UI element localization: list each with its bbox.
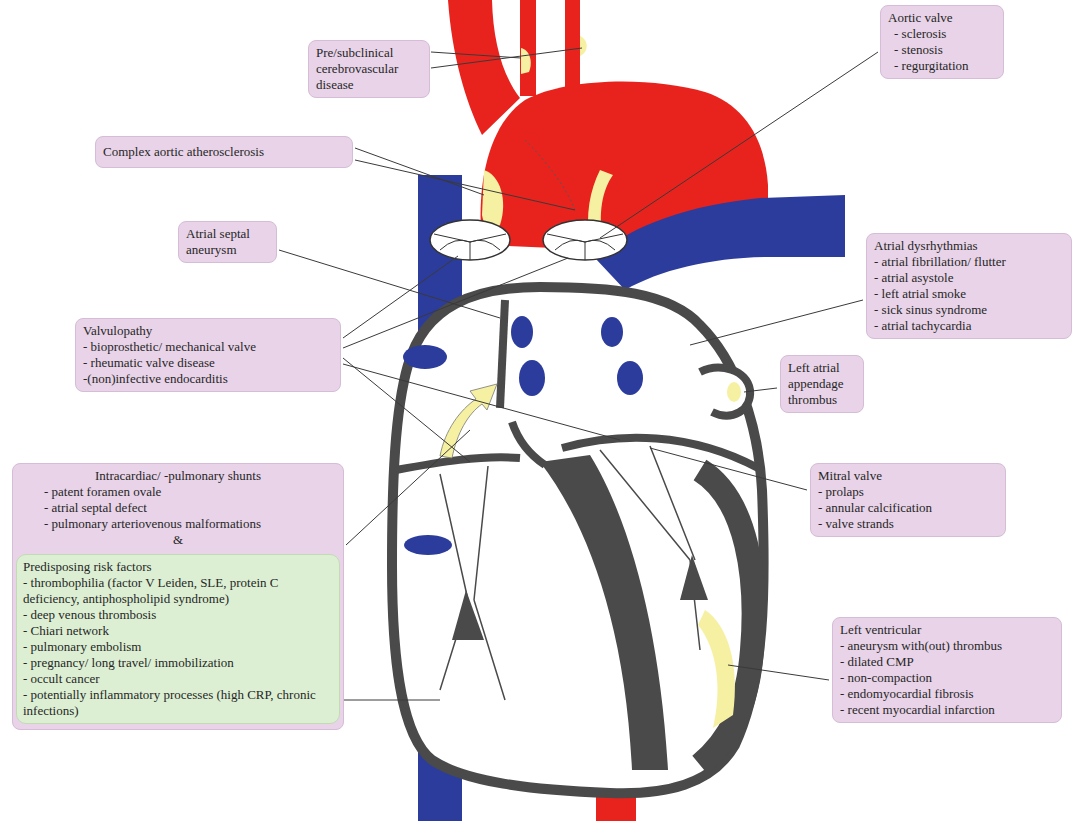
callout-heading: Left ventricular	[840, 622, 1054, 638]
leader-line	[343, 256, 458, 338]
callout-item: - bioprosthetic/ mechanical valve	[83, 339, 333, 355]
callout-box: Complex aortic atherosclerosis	[95, 136, 353, 168]
callout-heading: Predisposing risk factors	[23, 559, 333, 575]
risk-factor-box: Predisposing risk factors- thrombophilia…	[16, 554, 340, 724]
pulmonary-vein	[601, 317, 623, 347]
ventricular-thrombus	[698, 610, 735, 728]
leader-line	[343, 358, 470, 462]
callout-item: - prolaps	[818, 484, 998, 500]
callout-item: - patent foramen ovale	[16, 484, 340, 500]
pulmonary-vein	[511, 316, 533, 348]
callout-item: - endomyocardial fibrosis	[840, 686, 1054, 702]
pulmonary-valve	[430, 220, 510, 260]
subclavian-artery	[565, 0, 580, 94]
chordae-tendineae	[440, 446, 700, 700]
papillary-muscle	[452, 590, 484, 640]
callout-heading: Aortic valve	[888, 10, 996, 26]
callout-item: - regurgitation	[888, 58, 996, 74]
shunt-arrow	[440, 384, 497, 458]
callout-heading: Valvulopathy	[83, 323, 333, 339]
appendage-thrombus	[727, 382, 741, 402]
callout-item: - deep venous thrombosis	[23, 607, 333, 623]
callout-item: - pregnancy/ long travel/ immobilization	[23, 655, 333, 671]
callout-item: -(non)infective endocarditis	[83, 371, 333, 387]
callout-item: - atrial asystole	[874, 270, 1064, 286]
leader-line	[343, 364, 620, 440]
callout-item: - left atrial smoke	[874, 286, 1064, 302]
leader-line	[355, 160, 575, 210]
callout-box: Mitral valve- prolaps- annular calcifica…	[810, 463, 1006, 537]
callout-item: - Chiari network	[23, 623, 333, 639]
pulmonary-vein	[519, 360, 545, 396]
callout-item: - recent myocardial infarction	[840, 702, 1054, 718]
valve-leaflets	[547, 234, 623, 260]
ventricular-septum	[540, 455, 668, 770]
papillary-muscle	[680, 555, 708, 600]
callout-item: - atrial septal defect	[16, 500, 340, 516]
plaque-outline	[525, 140, 575, 210]
callout-heading: Atrial septal aneurysm	[186, 226, 269, 258]
callout-heading: Mitral valve	[818, 468, 998, 484]
callout-item: - atrial fibrillation/ flutter	[874, 254, 1064, 270]
callout-item: - atrial tachycardia	[874, 318, 1064, 334]
callout-box: Atrial dysrhythmias- atrial fibrillation…	[866, 233, 1072, 339]
callout-item: - annular calcification	[818, 500, 998, 516]
callout-item: - pulmonary embolism	[23, 639, 333, 655]
callout-item: &	[16, 532, 340, 548]
callout-item: - stenosis	[888, 42, 996, 58]
atrial-appendage	[700, 368, 750, 416]
leader-line	[600, 52, 878, 238]
leader-lines	[279, 48, 878, 700]
callout-item: - occult cancer	[23, 671, 333, 687]
callout-item: - non-compaction	[840, 670, 1054, 686]
callout-heading: Intracardiac/ -pulmonary shunts	[16, 468, 340, 484]
callout-heading: Left atrial appendage thrombus	[788, 360, 856, 408]
vein-opening	[404, 535, 452, 555]
heart-outline	[392, 287, 764, 793]
vein-opening	[403, 345, 447, 369]
callout-box: Aortic valve- sclerosis- stenosis- regur…	[880, 5, 1004, 79]
callout-box: Left ventricular- aneurysm with(out) thr…	[832, 617, 1062, 723]
aortic-plaque	[482, 170, 503, 228]
callout-box: Valvulopathy- bioprosthetic/ mechanical …	[75, 318, 341, 392]
callout-heading: Complex aortic atherosclerosis	[103, 144, 345, 160]
leader-line	[728, 665, 829, 680]
leader-line	[744, 388, 777, 392]
pulmonary-artery	[595, 195, 845, 290]
callout-item: - sick sinus syndrome	[874, 302, 1064, 318]
callout-item: - thrombophilia (factor V Leiden, SLE, p…	[23, 575, 333, 607]
leader-line	[343, 258, 568, 348]
callout-item: - valve strands	[818, 516, 998, 532]
leader-line	[431, 52, 521, 58]
subclavian-plaque	[580, 36, 587, 56]
valve-leaflets	[434, 234, 506, 260]
leader-line	[343, 700, 440, 701]
leader-line	[346, 430, 470, 545]
callout-box: Atrial septal aneurysm	[178, 221, 277, 263]
callout-box: Intracardiac/ -pulmonary shunts- patent …	[12, 463, 344, 730]
leader-line	[279, 250, 500, 318]
callout-item: - potentially inflammatory processes (hi…	[23, 687, 333, 719]
leader-line	[355, 148, 484, 195]
callout-box: Left atrial appendage thrombus	[780, 355, 864, 413]
tricuspid-annulus	[396, 457, 520, 470]
callout-item: - rheumatic valve disease	[83, 355, 333, 371]
carotid-artery	[520, 0, 536, 96]
callout-item: - sclerosis	[888, 26, 996, 42]
leader-line	[650, 448, 807, 490]
aortic-valve	[543, 220, 627, 260]
callout-item: - aneurysm with(out) thrombus	[840, 638, 1054, 654]
carotid-plaque	[521, 48, 531, 74]
callout-item: - dilated CMP	[840, 654, 1054, 670]
leader-line	[690, 300, 863, 345]
callout-heading: Pre/subclinical cerebrovascular disease	[316, 45, 422, 93]
leader-line	[431, 48, 582, 68]
atrial-septum	[500, 300, 505, 408]
callout-item: - pulmonary arteriovenous malformations	[16, 516, 340, 532]
pulmonary-vein	[617, 361, 643, 395]
callout-box: Pre/subclinical cerebrovascular disease	[308, 40, 430, 98]
callout-heading: Atrial dysrhythmias	[874, 238, 1064, 254]
